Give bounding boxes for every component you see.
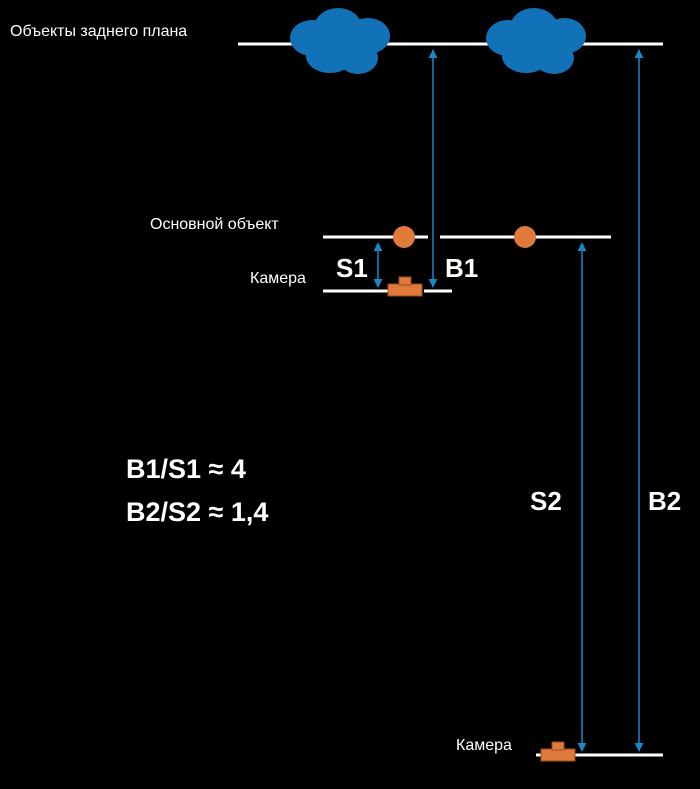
b2-label: B2 (648, 486, 681, 516)
main-object-dot-far (514, 226, 536, 248)
background-objects-label: Объекты заднего плана (10, 23, 187, 40)
camera-near-label: Камера (250, 270, 306, 287)
s1-label: S1 (336, 253, 368, 283)
s2-label: S2 (530, 486, 562, 516)
cloud-icon (290, 8, 390, 74)
ratio-line-2: B2/S2 ≈ 1,4 (126, 497, 268, 527)
b1-label: B1 (445, 253, 478, 283)
main-object-label: Основной объект (150, 216, 279, 233)
ratio-line-1: B1/S1 ≈ 4 (126, 454, 246, 484)
camera-icon (387, 276, 423, 297)
camera-icon (540, 741, 576, 762)
main-object-dot-near (393, 226, 415, 248)
cloud-icon (486, 8, 586, 74)
camera-far-label: Камера (456, 737, 512, 754)
